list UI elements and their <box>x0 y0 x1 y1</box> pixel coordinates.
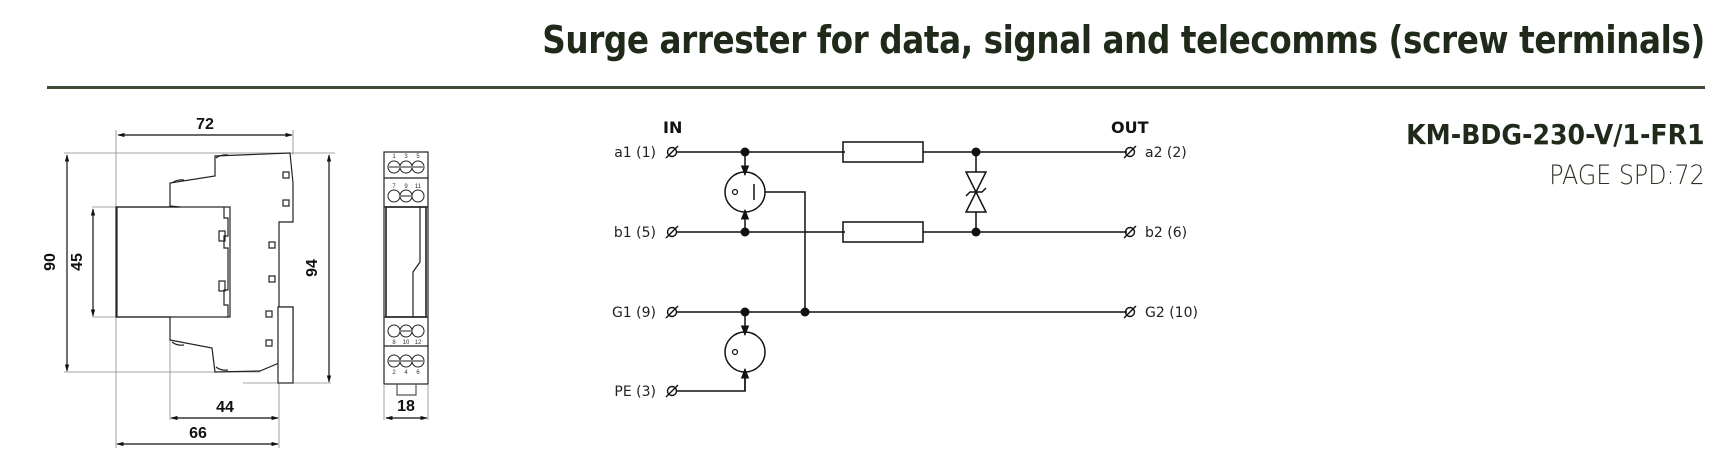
front-view-drawing <box>383 151 429 421</box>
dimension-45: 45 <box>69 253 86 271</box>
terminal-g1-label: G1 (9) <box>612 305 656 321</box>
dimension-66: 66 <box>189 425 207 442</box>
terminal-b2-label: b2 (6) <box>1145 225 1187 241</box>
out-label: OUT <box>1111 118 1149 137</box>
terminal-b1-label: b1 (5) <box>614 225 656 241</box>
pin-label: 1 <box>392 154 396 160</box>
pin-label: 9 <box>404 184 408 190</box>
pin-label: 4 <box>404 370 408 376</box>
dimension-44: 44 <box>216 399 234 416</box>
terminal-a1-label: a1 (1) <box>614 145 656 161</box>
pin-label: 8 <box>392 340 396 346</box>
terminal-pe-label: PE (3) <box>614 384 656 400</box>
circuit-schematic <box>665 141 1137 398</box>
terminal-a2-label: a2 (2) <box>1145 145 1187 161</box>
pin-label: 5 <box>416 154 420 160</box>
pin-label: 2 <box>392 370 396 376</box>
page-title: Surge arrester for data, signal and tele… <box>542 18 1705 62</box>
pin-label: 7 <box>392 184 396 190</box>
side-view-drawing <box>64 130 335 448</box>
pin-label: 3 <box>404 154 408 160</box>
model-number: KM-BDG-230-V/1-FR1 <box>1406 118 1705 151</box>
pin-label: 12 <box>415 340 422 346</box>
dimension-72: 72 <box>196 116 214 133</box>
title-divider <box>47 86 1705 89</box>
pin-label: 10 <box>403 340 410 346</box>
dimension-90: 90 <box>42 253 59 271</box>
dimension-18: 18 <box>397 398 415 415</box>
in-label: IN <box>663 118 682 137</box>
terminal-g2-label: G2 (10) <box>1145 305 1198 321</box>
pin-label: 11 <box>415 184 422 190</box>
dimension-94: 94 <box>304 259 321 277</box>
pin-label: 6 <box>416 370 420 376</box>
page-reference: PAGE SPD:72 <box>1549 160 1705 191</box>
